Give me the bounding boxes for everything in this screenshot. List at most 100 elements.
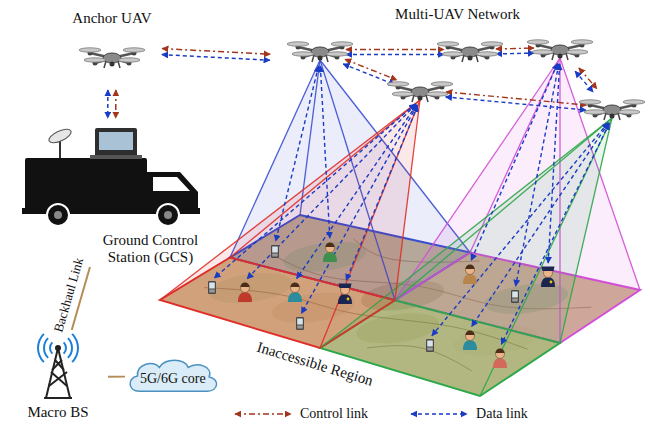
phone-case: [271, 245, 279, 258]
data-link-line: [501, 123, 609, 344]
drone-camera: [610, 114, 615, 119]
drone-rotor: [481, 42, 503, 46]
phone-keys: [297, 326, 303, 329]
data-link-line: [472, 123, 609, 327]
user-head: [241, 284, 250, 293]
phone-case: [296, 317, 304, 330]
tower-strut: [49, 372, 67, 386]
tower-strut: [51, 372, 67, 386]
user-body: [463, 340, 477, 350]
signal-wave: [71, 333, 79, 363]
phone-icon: [271, 245, 279, 258]
police-icon: [541, 267, 555, 288]
beam-edge: [160, 100, 420, 300]
user-hair: [496, 349, 505, 354]
legend-sample: [232, 408, 294, 420]
user-body: [288, 292, 302, 302]
console-screen: [99, 132, 133, 150]
drone-rotor: [292, 52, 314, 56]
user-body: [323, 252, 337, 262]
node-label: Inaccessible Region: [255, 339, 375, 389]
region-area: Inaccessible Region: [158, 205, 645, 400]
drone-rotor: [442, 52, 464, 56]
user-head: [466, 266, 475, 275]
truck-cargo: [25, 158, 147, 210]
tower-strut: [55, 360, 64, 370]
drone-rotor: [387, 82, 409, 86]
data-link-line: [276, 66, 319, 241]
phone-keys: [427, 348, 433, 351]
beam-edge: [230, 100, 420, 258]
signal-wave: [43, 337, 49, 358]
beam-edge: [480, 118, 612, 396]
legend-item: Data link: [408, 406, 528, 421]
uav-data-link: [343, 64, 395, 85]
data-link-line: [214, 104, 415, 278]
drone-rotor: [566, 50, 588, 54]
gcs-truck: [22, 126, 200, 226]
cloud-outline: [130, 360, 216, 391]
drone-rotor: [326, 52, 348, 56]
node-label: Macro BS: [8, 404, 108, 421]
drone-rotor: [623, 100, 645, 104]
user-head: [496, 350, 505, 359]
anchor-uav-box: Anchor UAV: [62, 8, 162, 90]
phone-screen: [209, 283, 215, 289]
legend-text: Data link: [476, 406, 528, 421]
phone-keys: [512, 299, 518, 302]
link-connector: [162, 49, 270, 61]
user-icon: [323, 243, 337, 263]
node-label: Ground Control Station (GCS): [96, 232, 205, 265]
phone-icon: [511, 290, 519, 303]
user-head: [326, 244, 335, 253]
drone-rotor: [287, 42, 309, 46]
drone-rotor: [579, 100, 601, 104]
console-base: [90, 155, 142, 159]
coverage-beam: [160, 100, 420, 300]
truck-window: [153, 177, 190, 191]
drone-rotor: [431, 82, 453, 86]
phone-screen: [272, 247, 278, 253]
macro-bs-box: Macro BS: [8, 330, 108, 425]
node-label: 5G/6G core: [140, 371, 206, 386]
drone-rotor: [331, 42, 353, 46]
uav-control-link: [346, 49, 444, 50]
phone-screen: [427, 341, 433, 347]
phone-icon: [296, 317, 304, 330]
user-icon: [463, 331, 477, 351]
beam-edge: [320, 100, 420, 348]
beam-edge: [395, 118, 612, 300]
data-link-line: [346, 106, 418, 281]
link-connector: [108, 376, 125, 377]
uav-data-link: [496, 52, 534, 54]
uav-network-group: Multi-UAV Network: [270, 4, 645, 130]
satellite-dish: [47, 126, 73, 145]
police-cap: [542, 267, 555, 272]
legend-text: Control link: [300, 406, 368, 421]
phone-icon: [426, 339, 434, 352]
coverage-beam: [160, 100, 420, 348]
police-badge: [347, 298, 350, 301]
user-body: [238, 292, 252, 302]
user-body: [493, 358, 507, 368]
uav-drone: [287, 42, 353, 62]
node-label: Anchor UAV: [62, 10, 162, 27]
user-hair: [326, 243, 335, 248]
truck-wheel: [47, 204, 69, 226]
drone-rotor: [118, 58, 140, 62]
link-connector: [108, 90, 116, 118]
uav-drone: [387, 82, 453, 102]
phone-case: [208, 281, 216, 294]
user-body: [463, 274, 477, 284]
drone-camera: [558, 54, 563, 59]
phone-screen: [512, 292, 518, 298]
truck-wheel: [157, 204, 179, 226]
user-hair: [241, 283, 250, 288]
truck-hub: [164, 211, 172, 219]
signal-wave: [63, 342, 67, 355]
drone-camera: [418, 96, 423, 101]
user-body: [338, 294, 352, 304]
drone-rotor: [123, 48, 145, 52]
user-body: [541, 277, 555, 287]
